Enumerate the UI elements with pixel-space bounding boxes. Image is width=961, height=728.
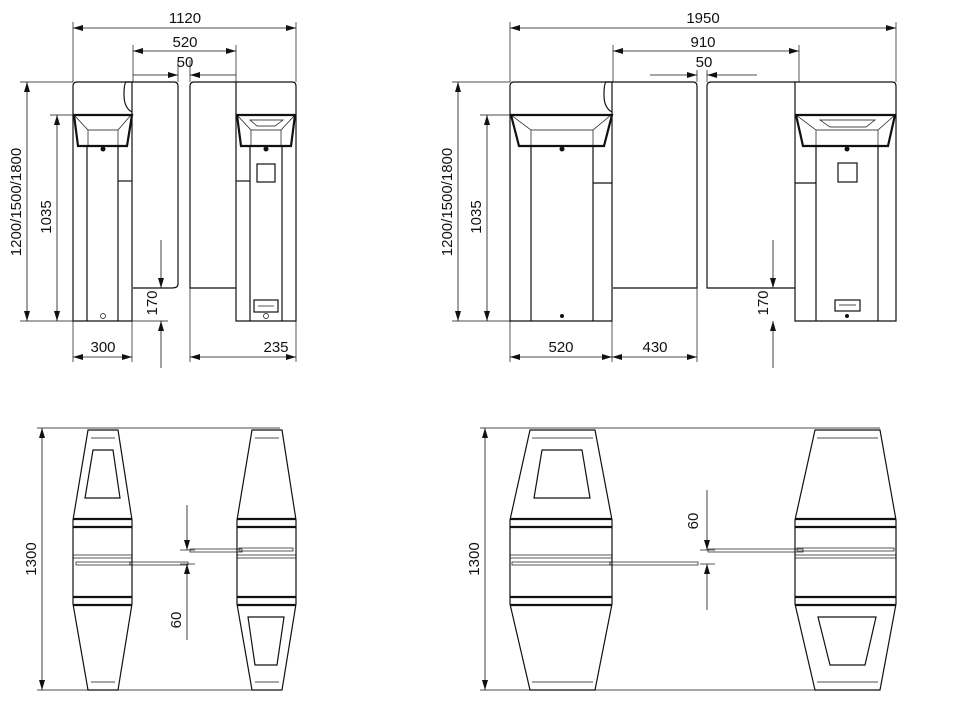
dim-cabinet-height: 1035 bbox=[38, 200, 55, 233]
dim-height-options: 1200/1500/1800 bbox=[439, 148, 456, 256]
dim-overall-width: 1120 bbox=[169, 10, 201, 27]
dim-gap: 50 bbox=[696, 54, 713, 71]
dim-panel-width: 430 bbox=[642, 339, 667, 356]
dim-length: 1300 bbox=[23, 542, 40, 575]
dim-ground-clearance: 170 bbox=[144, 290, 161, 315]
dim-gap: 50 bbox=[177, 54, 194, 71]
dim-length: 1300 bbox=[466, 542, 483, 575]
dim-cabinet-width: 300 bbox=[90, 339, 115, 356]
dim-panel-offset: 235 bbox=[263, 339, 288, 356]
dim-passage-width: 520 bbox=[172, 34, 197, 51]
dim-arm-offset: 60 bbox=[168, 612, 185, 629]
dim-cabinet-height: 1035 bbox=[468, 200, 485, 233]
plan-view-single: 1300 60 bbox=[23, 427, 297, 691]
dim-overall-width: 1950 bbox=[686, 10, 719, 27]
front-view-single: 1120 520 50 1200/1500/1800 1035 170 300 … bbox=[8, 10, 297, 368]
dim-ground-clearance: 170 bbox=[755, 290, 772, 315]
dim-arm-offset: 60 bbox=[685, 513, 702, 530]
dim-passage-width: 910 bbox=[690, 34, 715, 51]
dim-cabinet-width: 520 bbox=[548, 339, 573, 356]
plan-view-wide: 1300 60 bbox=[466, 427, 897, 691]
dim-height-options: 1200/1500/1800 bbox=[8, 148, 25, 256]
front-view-wide: 1950 910 50 1200/1500/1800 1035 170 520 … bbox=[439, 10, 897, 368]
